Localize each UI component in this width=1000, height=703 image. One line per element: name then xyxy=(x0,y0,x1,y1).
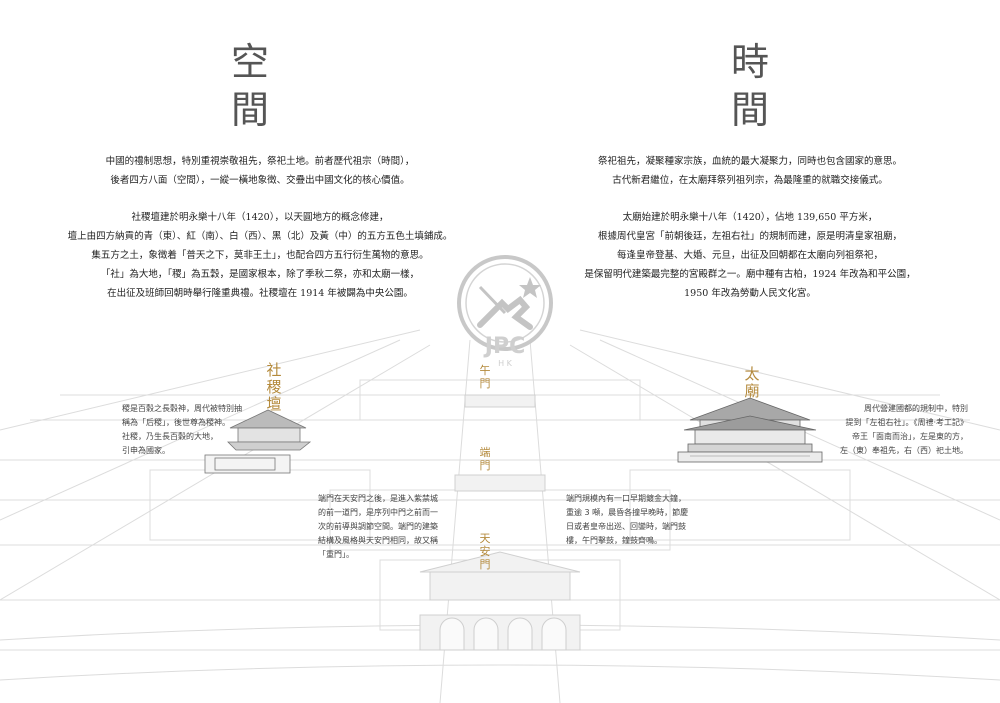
watermark-subtext: H K xyxy=(498,359,513,368)
caption-line: 社稷，乃生長百穀的大地， xyxy=(122,432,218,441)
time-title-char: 間 xyxy=(730,88,771,132)
shejitan-building xyxy=(204,409,312,474)
taimiao-caption: 周代營建國都的規制中，特別 提到「左祖右社」。《周禮·考工記》 帝王「面南而治」… xyxy=(796,402,968,458)
space-title: 空 間 xyxy=(226,38,276,134)
text-line: 在出征及班師回朝時舉行隆重典禮。社稷壇在 1914 年被闢為中央公園。 xyxy=(107,288,413,299)
shejitan-caption: 稷是百穀之長穀神，周代被特別抽 稱為「后稷」，後世尊為稷神。 社稷，乃生長百穀的… xyxy=(122,402,242,458)
label-char: 門 xyxy=(479,459,491,472)
shejitan-paragraph: 社稷壇建於明永樂十八年（1420），以天圓地方的概念修建， 壇上由四方納貢的青（… xyxy=(40,208,480,303)
label-char: 門 xyxy=(479,377,491,390)
caption-line: 引申為國家。 xyxy=(122,446,170,455)
text-line: 根據周代皇宮「前朝後廷，左祖右社」的規制而建，原是明清皇家祖廟， xyxy=(597,231,902,242)
label-char: 安 xyxy=(479,545,491,558)
label-char: 天 xyxy=(479,532,491,545)
text-line: 祭祀祖先，凝聚種家宗族，血統的最大凝聚力，同時也包含國家的意思。 xyxy=(597,156,902,167)
text-line: 中國的禮制思想，特別重視崇敬祖先，祭祀土地。前者歷代祖宗（時間）， xyxy=(105,156,415,167)
caption-line: 次的前導與調節空間。端門的建築 xyxy=(318,522,438,531)
duanmen-label: 端 門 xyxy=(478,446,492,472)
star-icon xyxy=(519,277,541,298)
caption-line: 周代營建國都的規制中，特別 xyxy=(864,404,968,413)
time-title: 時 間 xyxy=(726,38,776,134)
caption-line: 日或者皇帝出巡、回鑾時，端門鼓 xyxy=(566,522,686,531)
time-intro-paragraph: 祭祀祖先，凝聚種家宗族，血統的最大凝聚力，同時也包含國家的意思。 古代新君繼位，… xyxy=(590,152,910,190)
text-line: 「社」為大地，「稷」為五穀，是國家根本，除了季秋二祭，亦和太廟一樣， xyxy=(100,269,420,280)
caption-line: 樓，午門擊鼓，鐘鼓齊鳴。 xyxy=(566,536,662,545)
taimiao-building xyxy=(677,397,823,463)
text-line: 集五方之土，象徵着「普天之下，莫非王土」，也配合四方五行衍生萬物的意思。 xyxy=(91,250,429,261)
caption-line: 結構及風格與天安門相同，故又稱 xyxy=(318,536,438,545)
caption-line: 端門在天安門之後，是進入紫禁城 xyxy=(318,494,438,503)
taimiao-paragraph: 太廟始建於明永樂十八年（1420），佔地 139,650 平方米， 根據周代皇宮… xyxy=(540,208,960,303)
text-line: 社稷壇建於明永樂十八年（1420），以天圓地方的概念修建， xyxy=(131,212,389,223)
text-line: 每逢皇帝登基、大婚、元旦，出征及回朝都在太廟向列祖祭祀， xyxy=(616,250,883,261)
caption-line: 稷是百穀之長穀神，周代被特別抽 xyxy=(122,404,242,413)
space-intro-paragraph: 中國的禮制思想，特別重視崇敬祖先，祭祀土地。前者歷代祖宗（時間）， 後者四方八面… xyxy=(100,152,420,190)
label-char: 端 xyxy=(479,446,491,459)
text-line: 古代新君繼位，在太廟拜祭列祖列宗，為最隆重的就職交接儀式。 xyxy=(612,175,888,186)
label-char: 太 xyxy=(744,365,760,383)
text-line: 後者四方八面（空間），一縱一橫地象徵、交疊出中國文化的核心價值。 xyxy=(110,175,410,186)
space-title-char: 空 xyxy=(230,40,271,84)
caption-line: 端門規模內有一口早期鍍金大鐘， xyxy=(566,494,686,503)
jpc-watermark-logo: JPC H K xyxy=(457,255,553,368)
caption-line: 左（東）奉祖先，右（西）祀土地。 xyxy=(840,446,968,455)
caption-line: 「重門」。 xyxy=(318,550,354,559)
label-char: 午 xyxy=(479,364,491,377)
caption-line: 稱為「后稷」，後世尊為稷神。 xyxy=(122,418,230,427)
text-line: 太廟始建於明永樂十八年（1420），佔地 139,650 平方米， xyxy=(622,212,878,223)
label-char: 廟 xyxy=(744,382,760,400)
label-char: 稷 xyxy=(266,378,282,396)
watermark-text: JPC xyxy=(483,334,525,359)
shejitan-label: 社 稷 壇 xyxy=(264,362,284,413)
caption-line: 提到「左祖右社」。《周禮·考工記》 xyxy=(845,418,968,427)
label-char: 門 xyxy=(479,558,491,571)
space-title-char: 間 xyxy=(230,88,271,132)
caption-line: 帝王「面南而治」，左是東的方， xyxy=(852,432,968,441)
text-line: 1950 年改為勞動人民文化宮。 xyxy=(684,288,816,299)
caption-line: 的前一道門，是序列中門之前而一 xyxy=(318,508,438,517)
wumen-label: 午 門 xyxy=(478,364,492,390)
tiananmen-label: 天 安 門 xyxy=(478,532,492,571)
taimiao-label: 太 廟 xyxy=(742,366,762,400)
label-char: 壇 xyxy=(266,395,282,413)
time-title-char: 時 xyxy=(730,40,771,84)
caption-line: 重逾 3 噸，晨昏各撞早晚時，節慶 xyxy=(566,508,689,517)
text-line: 是保留明代建築最完整的宮殿群之一。廟中種有古柏，1924 年改為和平公園， xyxy=(584,269,916,280)
text-line: 壇上由四方納貢的青（東）、紅（南）、白（西）、黑（北）及黃（中）的五方五色土填鋪… xyxy=(67,231,453,242)
label-char: 社 xyxy=(266,361,282,379)
duanmen-caption: 端門在天安門之後，是進入紫禁城 的前一道門，是序列中門之前而一 次的前導與調節空… xyxy=(318,492,438,562)
wumen-caption: 端門規模內有一口早期鍍金大鐘， 重逾 3 噸，晨昏各撞早晚時，節慶 日或者皇帝出… xyxy=(566,492,688,548)
